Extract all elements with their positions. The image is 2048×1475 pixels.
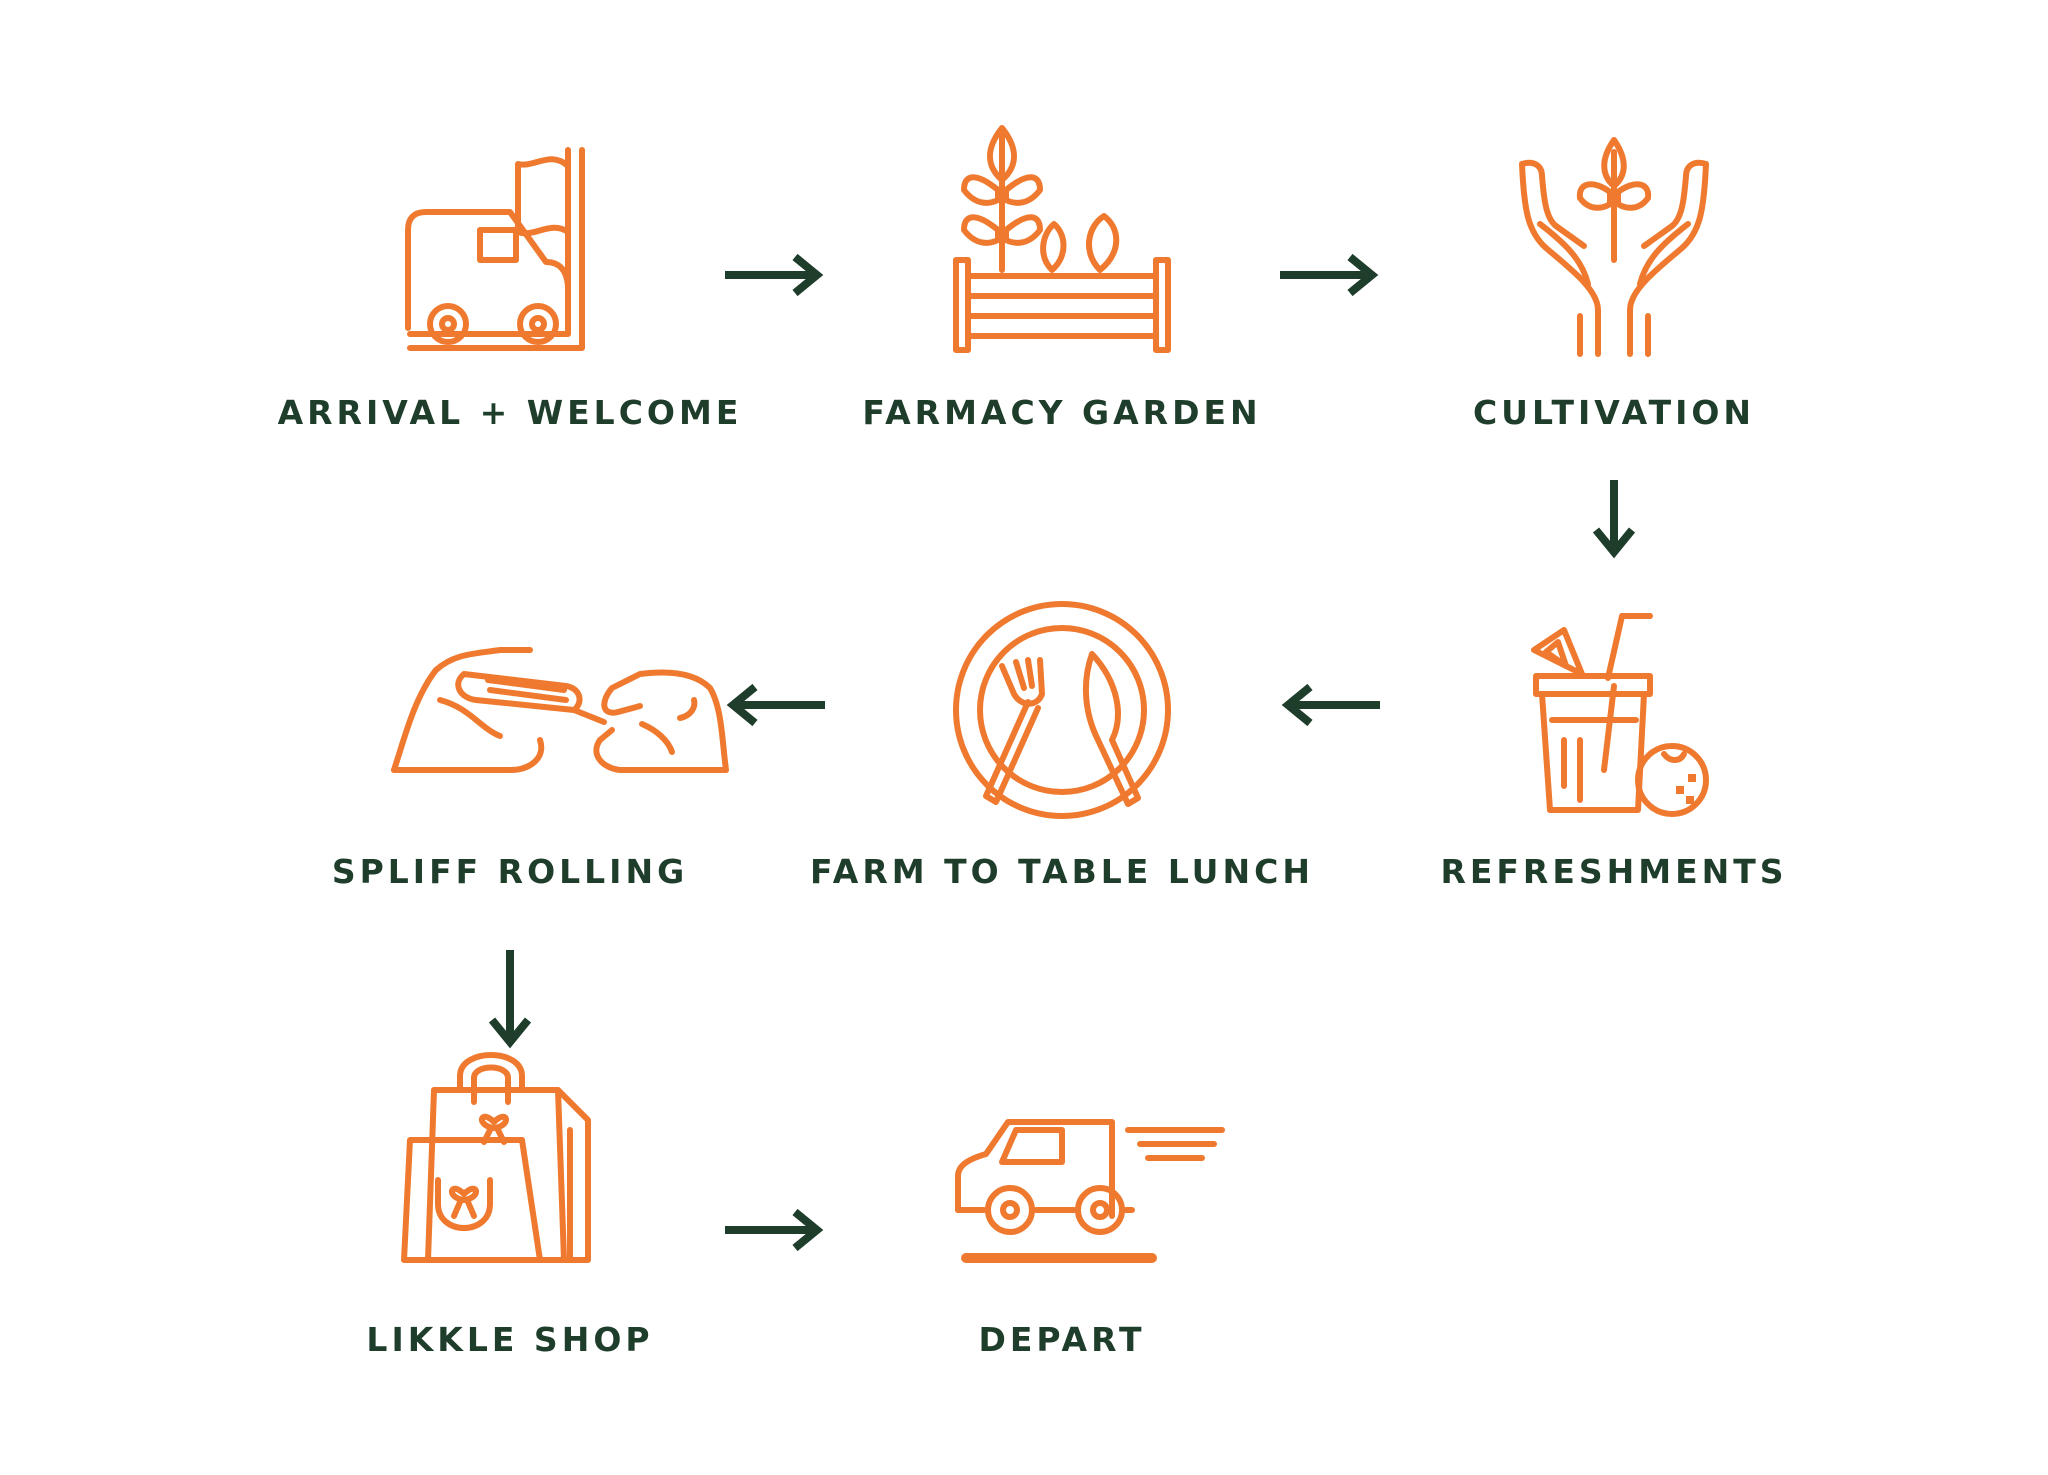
arrow-left	[1280, 683, 1380, 727]
step-label: DEPART	[978, 1320, 1146, 1359]
arrow-down	[1592, 480, 1636, 560]
arrow-left	[725, 683, 825, 727]
shopping-bags-icon	[390, 1030, 630, 1270]
plate-fork-knife-icon	[942, 590, 1182, 830]
arrow-down	[488, 950, 532, 1050]
van-with-flag-icon	[390, 120, 630, 360]
step-label: LIKKLE SHOP	[366, 1320, 654, 1359]
step-label: REFRESHMENTS	[1440, 852, 1788, 891]
step-label: SPLIFF ROLLING	[331, 852, 689, 891]
moving-van-icon	[942, 1030, 1225, 1270]
arrow-right	[1280, 253, 1380, 297]
arrow-right	[725, 253, 825, 297]
arrow-right	[725, 1208, 825, 1252]
step-label: ARRIVAL + WELCOME	[277, 393, 743, 432]
step-label: FARMACY GARDEN	[862, 393, 1262, 432]
garden-planter-icon	[942, 120, 1182, 360]
drink-with-orange-icon	[1494, 590, 1734, 830]
step-label: FARM TO TABLE LUNCH	[810, 852, 1314, 891]
hands-with-sprout-icon	[1494, 120, 1734, 360]
step-label: CULTIVATION	[1472, 393, 1756, 432]
rolling-hands-icon	[390, 590, 729, 830]
